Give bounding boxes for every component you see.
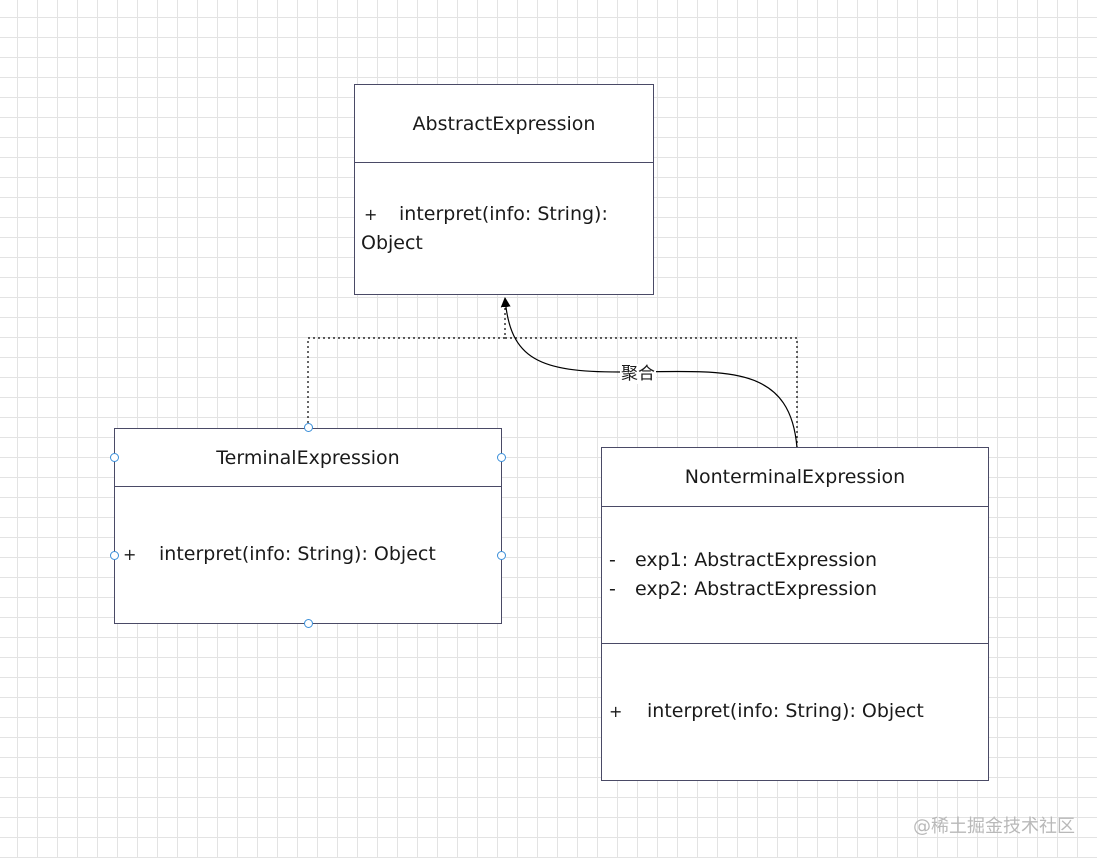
nonterminal-expression-class[interactable]: NonterminalExpression - exp1: AbstractEx… [601, 447, 989, 781]
abstract-expression-class[interactable]: AbstractExpression + interpret(info: Str… [354, 84, 654, 295]
class-name: TerminalExpression [115, 429, 501, 487]
selection-handle-right-lower[interactable] [497, 551, 506, 560]
attribute-text: exp2: AbstractExpression [635, 578, 878, 600]
terminal-expression-class[interactable]: TerminalExpression + interpret(info: Str… [114, 428, 502, 624]
aggregation-label: 聚合 [620, 364, 656, 384]
method-signature: interpret(info: String): Object [647, 700, 924, 722]
class-name: AbstractExpression [355, 85, 653, 163]
selection-handle-top[interactable] [304, 423, 313, 432]
method-visibility: + [123, 545, 137, 564]
selection-handle-right-upper[interactable] [497, 453, 506, 462]
realization-edge-nonterminal[interactable] [505, 337, 798, 448]
methods-section: + interpret(info: String): Object [115, 487, 501, 623]
watermark: @稀土掘金技术社区 [913, 816, 1075, 837]
method-visibility: + [609, 702, 623, 721]
selection-handle-left-lower[interactable] [110, 551, 119, 560]
methods-section: + interpret(info: String): Object [355, 163, 653, 294]
attribute-visibility: - [609, 549, 616, 571]
method-signature: interpret(info: String): [399, 203, 608, 225]
selection-handle-left-upper[interactable] [110, 453, 119, 462]
attribute-text: exp1: AbstractExpression [635, 549, 878, 571]
class-name: NonterminalExpression [602, 448, 988, 507]
realization-edge-terminal[interactable] [307, 300, 506, 428]
method-signature: interpret(info: String): Object [159, 543, 436, 565]
attribute-visibility: - [609, 578, 616, 600]
attributes-section: - exp1: AbstractExpression - exp2: Abstr… [602, 507, 988, 644]
methods-section: + interpret(info: String): Object [602, 644, 988, 780]
selection-handle-bottom[interactable] [304, 619, 313, 628]
method-signature-continuation: Object [361, 232, 423, 254]
method-visibility: + [364, 205, 378, 224]
